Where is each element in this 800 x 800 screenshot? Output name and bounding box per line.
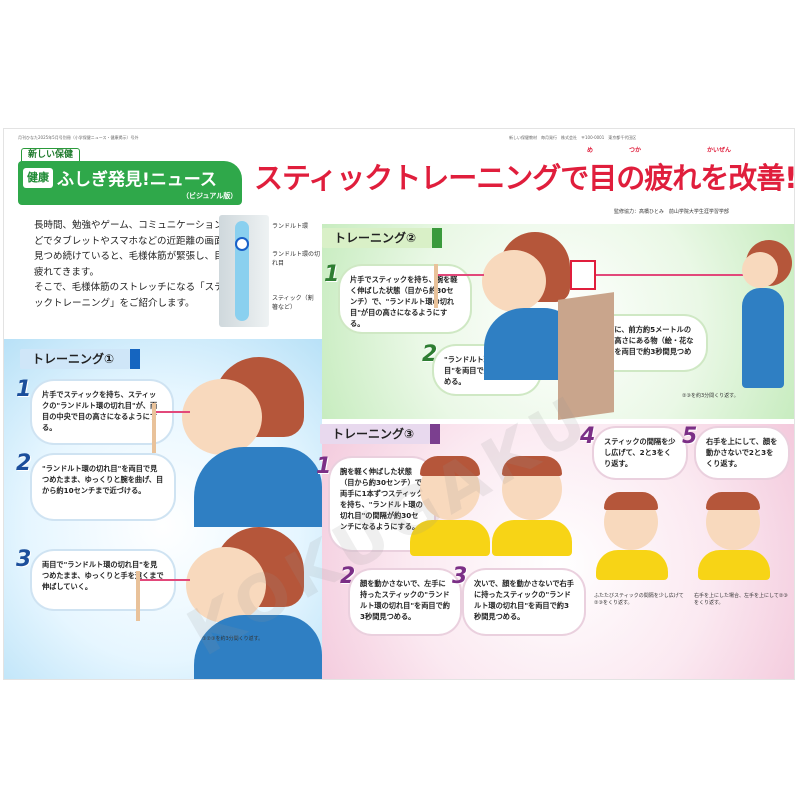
girl-face bbox=[182, 379, 262, 455]
training3-step5-bubble: 右手を上にして、顔を動かさないで2と3をくり返す。 bbox=[696, 428, 788, 478]
banner-tag: 健康 bbox=[23, 168, 53, 188]
training2-note: ②③を約3分間くり返す。 bbox=[682, 393, 739, 399]
boy-shirt bbox=[410, 520, 490, 556]
photo-label-ring: ランドルト環 bbox=[272, 223, 309, 230]
training3-note-step5: 右手を上にした場合、左手を上にして②③をくり返す。 bbox=[694, 593, 788, 606]
page-title: スティックトレーニングで目の疲れを改善! bbox=[254, 161, 795, 195]
training1-note: ①②③を約3分間くり返す。 bbox=[202, 636, 264, 642]
girl-body bbox=[194, 447, 322, 527]
training3-title: トレーニング③ bbox=[320, 424, 441, 444]
training3-step4-number: 4 bbox=[580, 424, 596, 449]
training2-title: トレーニング② bbox=[322, 228, 443, 248]
training2-title-text: トレーニング② bbox=[334, 231, 417, 245]
poster: 月刊ひなた2025年5月号別冊（小学保健ニュース・健康掲示）号外 新しい保健教材… bbox=[3, 128, 795, 680]
training3-title-text: トレーニング③ bbox=[332, 427, 415, 441]
banner-title: ふしぎ発見!ニュース bbox=[57, 170, 217, 190]
training1-step2-bubble: "ランドルト環の切れ目"を両目で見つめたまま、ゆっくりと腕を曲げ、目から約10セ… bbox=[32, 455, 174, 519]
girl-body bbox=[742, 288, 784, 388]
photo-label-gap: ランドルト環の切れ目 bbox=[272, 251, 321, 267]
sight-line bbox=[138, 579, 190, 581]
header-fine-print-right: 新しい保健教材 毎月発行 株式会社 〒100-0001 東京都千代田区 bbox=[509, 135, 637, 140]
stick-icon bbox=[434, 264, 438, 308]
training2-step1-number: 1 bbox=[324, 262, 340, 287]
boy-hair bbox=[420, 456, 480, 476]
training3-step3-number: 3 bbox=[452, 564, 468, 589]
ruby-me: め bbox=[587, 147, 594, 154]
landolt-ring-icon bbox=[235, 237, 249, 251]
training2-step1-bubble: 片手でスティックを持ち、腕を軽く伸ばした状態（目から約30センチ）で、"ランドル… bbox=[340, 266, 470, 332]
sight-line-far bbox=[596, 274, 746, 276]
credit: 監修協力：高橋ひとみ 前山学院大学生涯学習学部 bbox=[614, 209, 729, 215]
sight-line bbox=[438, 274, 484, 276]
stick-icon bbox=[152, 403, 156, 453]
ribbon-cap bbox=[130, 349, 141, 369]
training1-step1-number: 1 bbox=[16, 377, 32, 402]
training2-step2-number: 2 bbox=[422, 342, 438, 367]
stick-image bbox=[235, 221, 249, 321]
girl-face bbox=[482, 250, 546, 312]
training1-step2-number: 2 bbox=[16, 451, 32, 476]
stick-photo bbox=[219, 215, 269, 327]
girl-body bbox=[194, 615, 322, 679]
photo-label-stick: スティック（割箸など） bbox=[272, 295, 314, 311]
intro-text: 長時間、勉強やゲーム、コミュニケーションなどでタブレットやスマホなどの近距離の画… bbox=[34, 218, 234, 311]
training1-step1-bubble: 片手でスティックを持ち、スティックの"ランドルト環の切れ目"が、両目の中央で目の… bbox=[32, 381, 172, 443]
boy-shirt bbox=[698, 550, 770, 580]
intro-paragraph-2: そこで、毛様体筋のストレッチになる「スティックトレーニング」をご紹介します。 bbox=[34, 282, 233, 309]
stick-icon bbox=[136, 571, 140, 621]
training3-step1-number: 1 bbox=[316, 454, 332, 479]
training1-panel: トレーニング① 1 片手でスティックを持ち、スティックの"ランドルト環の切れ目"… bbox=[4, 339, 322, 679]
picture-frame-icon bbox=[570, 260, 596, 290]
sight-line bbox=[154, 411, 190, 413]
training3-step4-bubble: スティックの間隔を少し広げて、2と3をくり返す。 bbox=[594, 428, 686, 478]
training3-panel: トレーニング③ 1 腕を軽く伸ばした状態（目から約30センチ）で両手に1本ずつス… bbox=[316, 424, 794, 679]
training1-step3-bubble: 両目で"ランドルト環の切れ目"を見つめたまま、ゆっくりと手を遠くまで伸ばしていく… bbox=[32, 551, 174, 609]
ruby-kaizen: かいぜん bbox=[707, 147, 732, 154]
intro-paragraph-1: 長時間、勉強やゲーム、コミュニケーションなどでタブレットやスマホなどの近距離の画… bbox=[34, 220, 234, 278]
training3-note-step4: ふたたびスティックの間隔を少し広げて②③をくり返す。 bbox=[594, 593, 684, 606]
training2-panel: トレーニング② 1 片手でスティックを持ち、腕を軽く伸ばした状態（目から約30セ… bbox=[322, 224, 794, 420]
ribbon-cap bbox=[430, 424, 441, 444]
boy-hair bbox=[604, 492, 658, 510]
girl-face bbox=[186, 547, 266, 623]
girl-face bbox=[742, 252, 778, 288]
boy-hair bbox=[502, 456, 562, 476]
header-fine-print-left: 月刊ひなた2025年5月号別冊（小学保健ニュース・健康掲示）号外 bbox=[18, 135, 139, 140]
ribbon-cap bbox=[432, 228, 443, 248]
training1-title: トレーニング① bbox=[20, 349, 141, 369]
boy-hair bbox=[706, 492, 760, 510]
ruby-tsuka: つか bbox=[629, 147, 642, 154]
training3-step2-bubble: 顔を動かさないで、左手に持ったスティックの"ランドルト環の切れ目"を両目で約3秒… bbox=[350, 570, 460, 634]
banner-subtitle: （ビジュアル版） bbox=[182, 192, 238, 200]
boy-shirt bbox=[492, 520, 572, 556]
boy-shirt bbox=[596, 550, 668, 580]
training1-step3-number: 3 bbox=[16, 547, 32, 572]
series-banner: 健康 ふしぎ発見!ニュース （ビジュアル版） bbox=[18, 161, 242, 205]
training3-step5-number: 5 bbox=[682, 424, 698, 449]
training3-step3-bubble: 次いで、顔を動かさないで右手に持ったスティックの"ランドルト環の切れ目"を両目で… bbox=[464, 570, 584, 634]
training1-title-text: トレーニング① bbox=[32, 352, 115, 366]
